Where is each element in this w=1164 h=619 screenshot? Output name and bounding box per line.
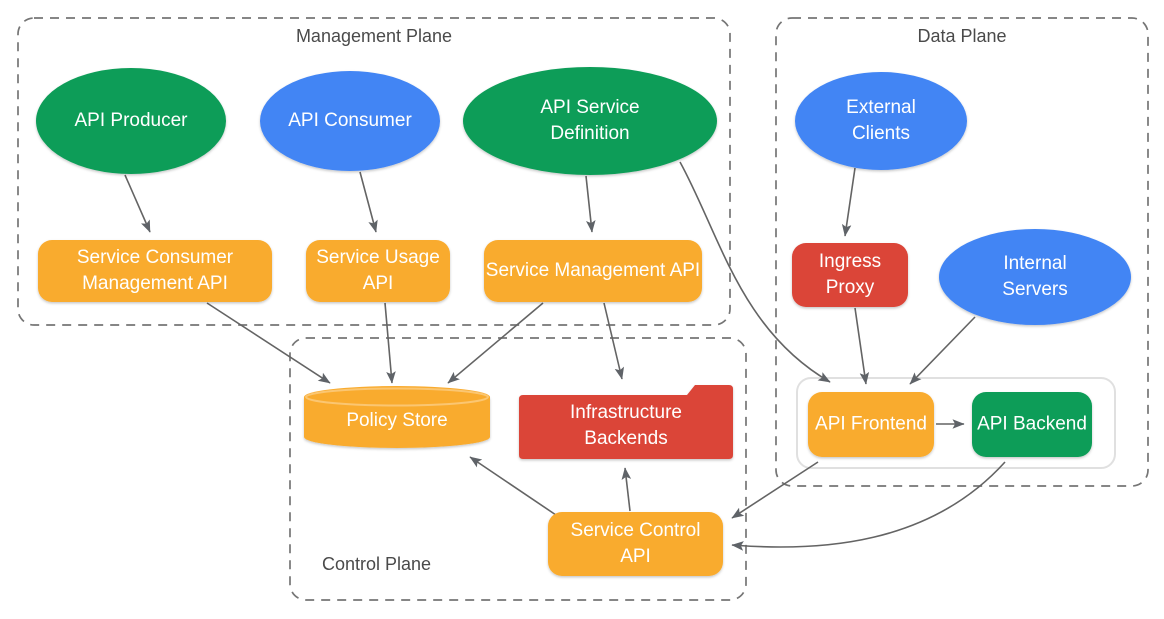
shape-cylinder-rim-policy-store xyxy=(305,387,489,407)
edge-service-mgmt-to-infra xyxy=(603,302,625,380)
node-api-frontend[interactable]: API Frontend xyxy=(808,392,934,457)
subgroup-boundaries xyxy=(796,377,1116,469)
shape-rect-service-usage-api[interactable] xyxy=(306,240,450,302)
edge-internal-servers-to-frontend xyxy=(909,316,976,385)
group-label-control-plane: Control Plane xyxy=(322,554,431,574)
edge-control-to-infra xyxy=(621,467,632,512)
shape-rect-service-consumer-management-api[interactable] xyxy=(38,240,272,302)
shape-ellipse-external-clients[interactable] xyxy=(795,72,967,170)
edge-backend-to-control xyxy=(731,461,1006,551)
shape-rect-service-management-api[interactable] xyxy=(484,240,702,302)
group-label-data-plane: Data Plane xyxy=(917,26,1006,46)
shape-folder-infrastructure-backends[interactable] xyxy=(519,385,733,459)
edge-producer-to-consumer-mgmt xyxy=(124,174,151,233)
shape-ellipse-api-consumer[interactable] xyxy=(260,71,440,171)
edge-consumer-to-usage xyxy=(359,171,378,233)
shape-rect-api-frontend[interactable] xyxy=(808,392,934,457)
node-api-producer[interactable]: API Producer xyxy=(36,68,226,174)
shape-rect-service-control-api[interactable] xyxy=(548,512,723,576)
group-box-control-plane xyxy=(289,337,747,601)
group-box-management-plane xyxy=(17,17,731,326)
edge-external-clients-to-ingress xyxy=(841,167,856,237)
group-box-data-plane xyxy=(775,17,1149,487)
edge-consumer-mgmt-to-policy xyxy=(206,302,331,384)
shape-cylinder-top-policy-store xyxy=(304,386,490,408)
shape-rect-api-backend[interactable] xyxy=(972,392,1092,457)
edge-usage-to-policy xyxy=(384,302,396,384)
edge-definition-to-mgmt xyxy=(585,175,596,233)
connector-edges xyxy=(124,161,1006,551)
shape-cylinder-body-policy-store[interactable] xyxy=(304,397,490,448)
group-label-management-plane: Management Plane xyxy=(296,26,452,46)
subgroup-box-api-proxy-group xyxy=(796,377,1116,469)
node-api-consumer[interactable]: API Consumer xyxy=(260,71,440,171)
shape-ellipse-internal-servers[interactable] xyxy=(939,229,1131,325)
group-boundaries xyxy=(17,17,1149,601)
edge-definition-to-frontend xyxy=(679,161,831,383)
node-api-backend[interactable]: API Backend xyxy=(972,392,1092,457)
edge-frontend-to-control xyxy=(731,461,819,519)
node-policy-store[interactable]: Policy Store xyxy=(304,386,490,448)
shape-rect-ingress-proxy[interactable] xyxy=(792,243,908,307)
node-service-management-api[interactable]: Service Management API xyxy=(484,240,702,302)
edge-ingress-to-frontend xyxy=(854,307,870,385)
edge-control-to-policy xyxy=(469,456,557,516)
shape-ellipse-api-service-definition[interactable] xyxy=(463,67,717,175)
shape-ellipse-api-producer[interactable] xyxy=(36,68,226,174)
edge-service-mgmt-to-policy xyxy=(447,302,544,384)
